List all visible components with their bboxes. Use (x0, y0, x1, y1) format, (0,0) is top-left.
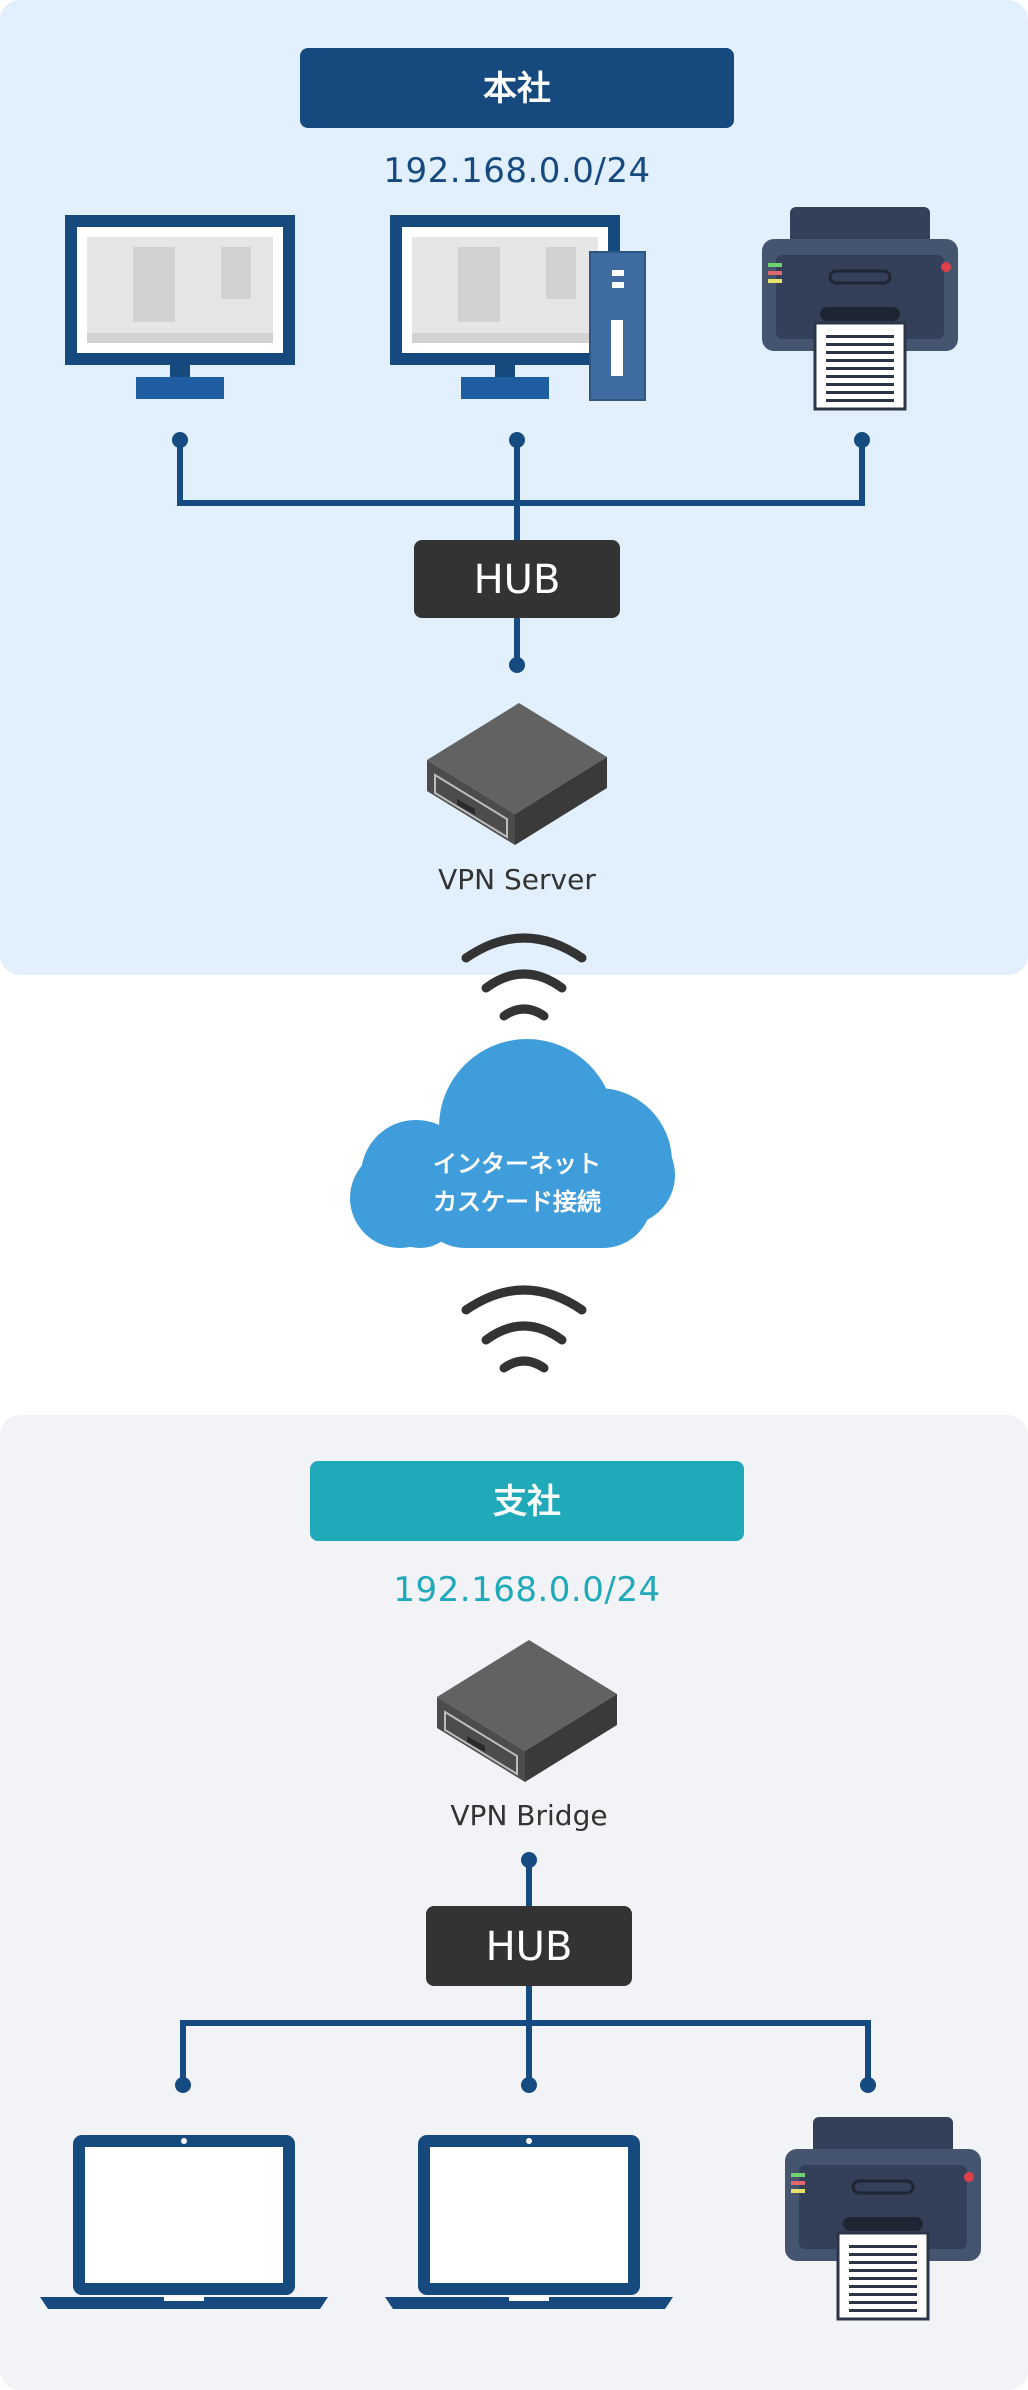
laptop-icon (385, 2135, 673, 2309)
laptop-icon (40, 2135, 328, 2309)
branch-title-badge (310, 1461, 744, 1541)
branch-hub-label: HUB (486, 1924, 573, 1970)
vpn-server-label: VPN Server (438, 863, 596, 896)
connector-dot (509, 432, 525, 448)
connector-dot (172, 432, 188, 448)
cloud-label-line2: カスケード接続 (433, 1188, 601, 1216)
pc-tower-icon (390, 215, 646, 401)
headquarters-hub (414, 540, 620, 618)
connector-dot (521, 1852, 537, 1868)
headquarters-hub-label: HUB (474, 557, 561, 603)
headquarters-title-badge (300, 48, 734, 128)
wifi-signal-icon (466, 1290, 582, 1368)
headquarters-subnet: 192.168.0.0/24 (383, 151, 650, 191)
connector-dot (175, 2077, 191, 2093)
headquarters-wiring (177, 440, 865, 665)
connector-dot (509, 657, 525, 673)
branch-hub (426, 1906, 632, 1986)
branch-subnet: 192.168.0.0/24 (393, 1570, 660, 1610)
connector-dot (854, 432, 870, 448)
headquarters-title: 本社 (483, 69, 551, 109)
cloud-label-line1: インターネット (433, 1150, 601, 1178)
connector-dot (521, 2077, 537, 2093)
branch-title: 支社 (493, 1482, 561, 1522)
connector-dot (860, 2077, 876, 2093)
cloud-icon (350, 1039, 675, 1248)
vpn-bridge-label: VPN Bridge (450, 1799, 607, 1832)
